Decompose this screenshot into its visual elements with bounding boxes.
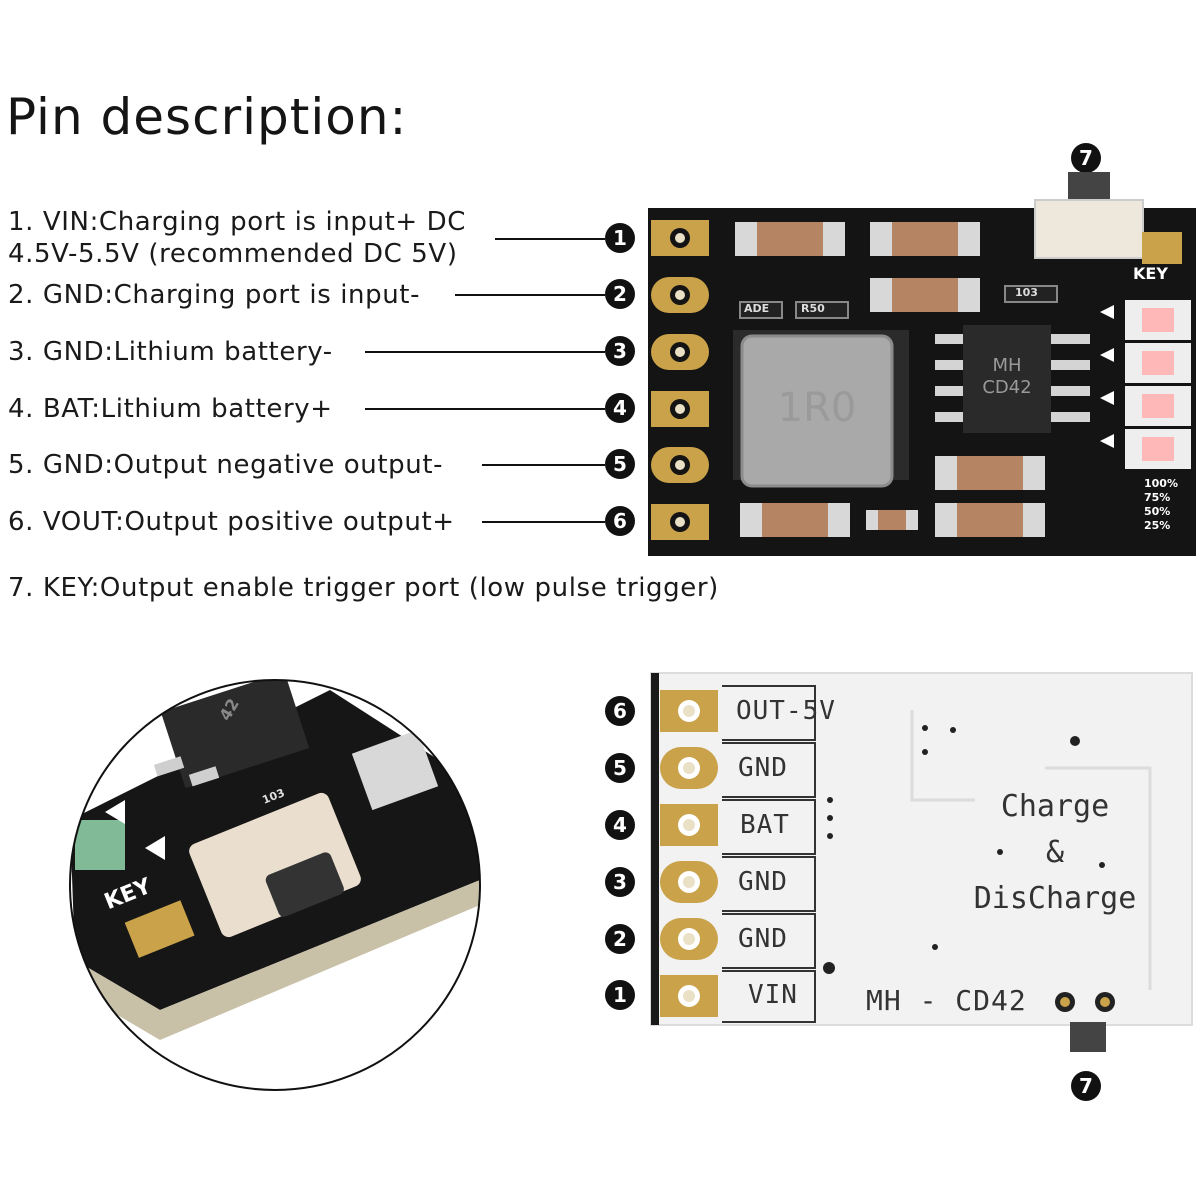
leader-line-4 xyxy=(365,408,605,410)
bottom-label-frames xyxy=(722,685,816,1023)
inductor-label: 1R0 xyxy=(777,385,857,431)
closeup-key-label: KEY xyxy=(101,873,155,916)
resistor-label-2: R50 xyxy=(801,302,825,315)
pin-1-description: 1. VIN:Charging port is input+ DC 4.5V-5… xyxy=(8,206,466,270)
bottom-pin-badge-4: 4 xyxy=(605,810,635,840)
pin-badge-3: 3 xyxy=(605,336,635,366)
pin-badge-1: 1 xyxy=(605,223,635,253)
top-resistors xyxy=(739,285,1058,319)
resistor-label-1: ADE xyxy=(744,302,770,315)
bottom-pads xyxy=(660,690,718,1017)
closeup-chip-label: 42 xyxy=(215,695,243,724)
bottom-label-vin: VIN xyxy=(748,980,798,1010)
top-pads xyxy=(651,220,709,540)
ic-label-line-2: CD42 xyxy=(982,377,1032,398)
bottom-pin-badge-2: 2 xyxy=(605,924,635,954)
bottom-pin-badge-1: 1 xyxy=(605,980,635,1010)
pin-6-description: 6. VOUT:Output positive output+ xyxy=(8,507,455,537)
bottom-label-gnd-2: GND xyxy=(738,924,788,954)
bottom-label-bat: BAT xyxy=(740,810,790,840)
pin-badge-6: 6 xyxy=(605,506,635,536)
level-label-50: 50% xyxy=(1144,505,1171,518)
page-title: Pin description: xyxy=(6,88,408,146)
brand-line-2: & xyxy=(1045,835,1065,870)
bottom-label-out-5v: OUT-5V xyxy=(736,696,836,726)
pin-5-description: 5. GND:Output negative output- xyxy=(8,450,444,480)
pin-1-line-2: 4.5V-5.5V (recommended DC 5V) xyxy=(8,239,458,269)
bottom-pin-badge-5: 5 xyxy=(605,753,635,783)
pin-3-description: 3. GND:Lithium battery- xyxy=(8,337,333,367)
pin-1-line-1: 1. VIN:Charging port is input+ DC xyxy=(8,207,467,237)
leader-line-5 xyxy=(482,464,605,466)
closeup-ic xyxy=(160,680,310,789)
led-level-labels: 100% 75% 50% 25% xyxy=(1144,477,1178,533)
pin-7-description: 7. KEY:Output enable trigger port (low p… xyxy=(8,573,719,603)
bottom-label-gnd-3: GND xyxy=(738,867,788,897)
level-label-75: 75% xyxy=(1144,491,1171,504)
closeup-switch xyxy=(189,792,361,938)
bottom-pin-badge-6: 6 xyxy=(605,696,635,726)
bottom-model-label: MH - CD42 xyxy=(866,984,1027,1017)
pin-badge-4: 4 xyxy=(605,393,635,423)
ic-label: MH CD42 xyxy=(968,355,1046,399)
leader-line-2 xyxy=(455,294,605,296)
closeup-pcb xyxy=(70,690,480,1010)
bottom-switch xyxy=(1070,1022,1106,1052)
resistor-label-3: 103 xyxy=(1015,286,1038,299)
bottom-pin-badge-3: 3 xyxy=(605,867,635,897)
leader-line-6 xyxy=(482,521,605,523)
brand-line-3: DisCharge xyxy=(973,881,1137,916)
closeup-resistor-label: 103 xyxy=(260,786,287,807)
key-badge-bottom: 7 xyxy=(1071,1071,1101,1101)
pin-badge-2: 2 xyxy=(605,279,635,309)
bottom-brand: Charge & DisCharge xyxy=(950,784,1160,922)
leader-line-1 xyxy=(495,238,605,240)
top-switch xyxy=(1034,172,1182,264)
pin-badge-5: 5 xyxy=(605,449,635,479)
ic-label-line-1: MH xyxy=(992,355,1022,376)
pin-4-description: 4. BAT:Lithium battery+ xyxy=(8,394,333,424)
key-badge-top: 7 xyxy=(1071,143,1101,173)
top-pcb xyxy=(648,208,1196,556)
level-label-100: 100% xyxy=(1144,477,1178,490)
leader-line-3 xyxy=(365,351,605,353)
key-silk-label: KEY xyxy=(1133,264,1168,283)
level-label-25: 25% xyxy=(1144,519,1171,532)
top-leds xyxy=(1100,300,1191,469)
pin-2-description: 2. GND:Charging port is input- xyxy=(8,280,421,310)
brand-line-1: Charge xyxy=(1000,789,1110,824)
bottom-label-gnd-5: GND xyxy=(738,753,788,783)
